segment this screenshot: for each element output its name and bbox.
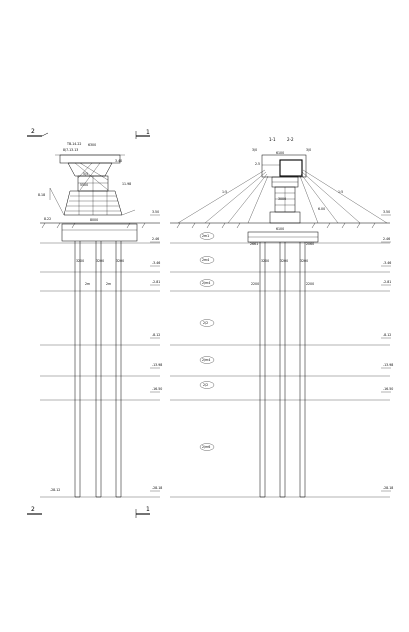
right-side-dim-left: 2661 xyxy=(250,242,258,246)
level-left-1: 3.50 xyxy=(152,210,159,214)
right-pier-elevation xyxy=(247,154,319,243)
left-pile-dim-1: 3200 xyxy=(76,259,84,263)
level-left-7: -16.50 xyxy=(152,387,162,391)
soil-layer-2: 2m4 xyxy=(202,258,209,262)
section-marker-bottom-left: 2 xyxy=(27,506,42,515)
level-left-8: -28.18 xyxy=(152,486,162,490)
level-left-6: -13.98 xyxy=(152,363,162,367)
section-marker-2-top: 2 xyxy=(31,128,35,135)
left-pile-dim-2: 3200 xyxy=(96,259,104,263)
right-piles xyxy=(259,242,306,498)
left-pier-elevation xyxy=(49,154,138,242)
soil-layer-lines xyxy=(40,242,390,498)
right-dim-6100-base: 6100 xyxy=(276,227,284,231)
soil-layer-5: 2/m4 xyxy=(202,358,210,362)
section-marker-top-right: 1 xyxy=(135,129,150,139)
right-slope-right: 1:5 xyxy=(338,190,343,194)
right-dim-3000: 3000 xyxy=(278,197,286,201)
section-marker-bottom-right: 1 xyxy=(135,506,150,518)
soil-layer-1: 2m1 xyxy=(202,234,209,238)
level-right-8: -28.18 xyxy=(383,486,393,490)
section-marker-2-bottom: 2 xyxy=(31,506,35,513)
right-slope-left: 1:5 xyxy=(222,190,227,194)
level-right-3: -3.46 xyxy=(383,261,391,265)
soil-layer-4: 2/2 xyxy=(203,321,208,325)
right-slope-lines xyxy=(177,169,388,224)
level-right-4: -2.81 xyxy=(383,280,391,284)
right-pile-dim-2: 3200 xyxy=(280,259,288,263)
left-dim-818: 8.18 xyxy=(38,193,45,197)
soil-layer-6: 2/2 xyxy=(203,383,208,387)
right-pile-dim-1: 3200 xyxy=(261,259,269,263)
right-lower-dim-1: 2200 xyxy=(251,282,259,286)
section-label-2-2: 2-2 xyxy=(287,137,294,142)
section-marker-1-top: 1 xyxy=(146,129,150,136)
left-dim-5500: 5500 xyxy=(80,183,88,187)
left-pile-tip-level: -28.12 xyxy=(50,488,60,492)
right-pile-dim-3: 3200 xyxy=(300,259,308,263)
right-lower-dim-2: 2200 xyxy=(306,282,314,286)
level-right-7: -16.50 xyxy=(383,387,393,391)
left-dim-822: 8.22 xyxy=(44,217,51,221)
right-dim-6100-top: 6100 xyxy=(276,151,284,155)
level-left-4: -2.81 xyxy=(152,280,160,284)
soil-layer-labels: 2m1 2m4 2/m4 2/2 2/m4 2/2 2/m6 xyxy=(199,232,215,451)
section-label-1-1: 1-1 xyxy=(269,137,276,142)
level-right-5: -8.12 xyxy=(383,333,391,337)
left-dim-8000: 8000 xyxy=(90,218,98,222)
left-slope-label: 5/5 xyxy=(83,172,88,176)
level-left-3: -3.46 xyxy=(152,261,160,265)
left-pile-dim-3: 3200 xyxy=(116,259,124,263)
soil-layer-3: 2/m4 xyxy=(202,281,210,285)
left-dim-340: 3.40 xyxy=(115,159,122,163)
soil-layer-7: 2/m6 xyxy=(202,445,210,449)
right-side-dim-right: 2060 xyxy=(306,242,314,246)
right-dim-30-left: 3/0 xyxy=(252,148,257,152)
level-right-2: 2.46 xyxy=(383,237,390,241)
section-marker-top-left: 2 xyxy=(27,128,49,137)
level-right-1: 3.50 xyxy=(383,210,390,214)
left-dim-1198: 11.98 xyxy=(122,182,131,186)
level-markers: 3.50 3.50 2.46 2.46 -3.46 -3.46 -2.81 -2… xyxy=(150,210,393,492)
right-dim-600: 6.00 xyxy=(318,207,325,211)
left-lower-dim-2: 2m xyxy=(106,282,111,286)
left-dim-6300: 6300 xyxy=(88,143,96,147)
left-lower-dim-1: 2m xyxy=(85,282,90,286)
right-dim-30-right: 3/0 xyxy=(306,148,311,152)
left-label-tb: TB-14.22 xyxy=(66,142,81,146)
left-piles xyxy=(74,241,122,498)
right-dim-25: 2.5 xyxy=(255,162,260,166)
level-right-6: -13.98 xyxy=(383,363,393,367)
level-left-5: -8.12 xyxy=(152,333,160,337)
level-left-2: 2.46 xyxy=(152,237,159,241)
left-label-87: 8/7.13.13 xyxy=(63,148,78,152)
section-marker-1-bottom: 1 xyxy=(146,506,150,513)
